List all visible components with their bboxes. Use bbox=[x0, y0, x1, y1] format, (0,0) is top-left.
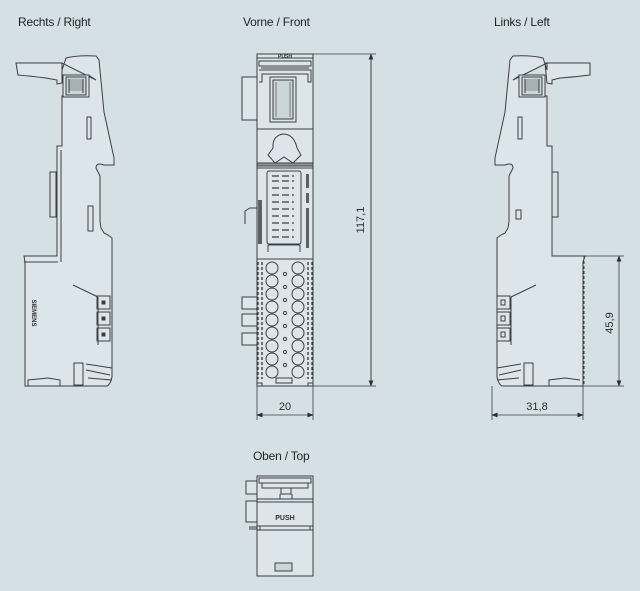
terminal-column-left bbox=[265, 261, 279, 379]
view-title-top: Oben / Top bbox=[253, 449, 310, 463]
test-points bbox=[282, 271, 288, 368]
right-side-view bbox=[15, 55, 115, 387]
front-dimensions bbox=[256, 53, 376, 420]
view-title-left: Links / Left bbox=[494, 15, 550, 29]
terminal-column-right bbox=[291, 261, 305, 379]
top-view bbox=[245, 475, 314, 577]
left-dimensions bbox=[491, 255, 624, 420]
left-side-view bbox=[494, 55, 591, 387]
push-label-front: PUSH bbox=[278, 54, 292, 60]
dimension-depth: 31,8 bbox=[526, 401, 547, 413]
brand-label: SIEMENS bbox=[30, 299, 36, 326]
push-label-top: PUSH bbox=[275, 515, 294, 522]
dimension-width-front: 20 bbox=[279, 401, 291, 413]
dimension-height: 117,1 bbox=[355, 207, 367, 234]
dimension-height-lower: 45,9 bbox=[604, 312, 616, 333]
view-title-right: Rechts / Right bbox=[18, 15, 91, 29]
view-title-front: Vorne / Front bbox=[243, 15, 310, 29]
front-view bbox=[241, 53, 314, 387]
